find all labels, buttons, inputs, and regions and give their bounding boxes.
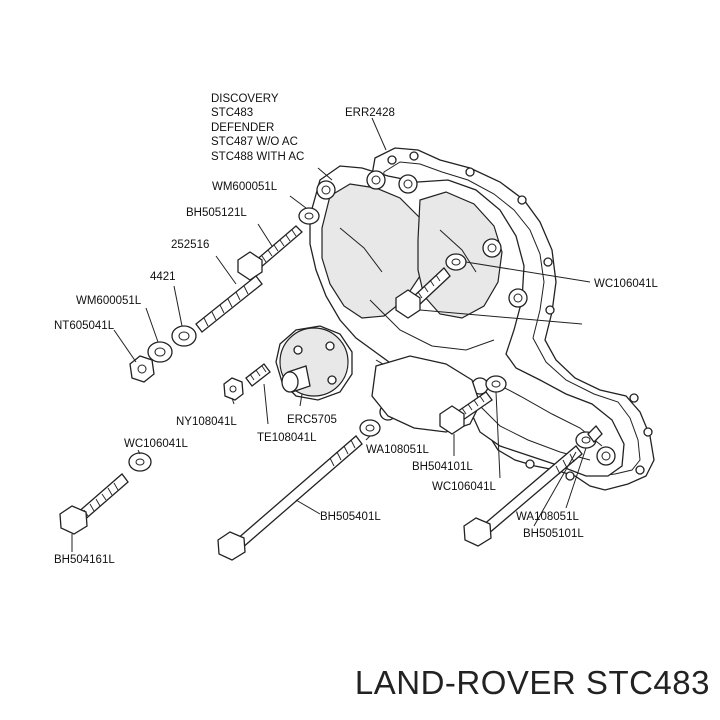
washer-wc106041l-lower	[485, 375, 507, 393]
label-erc5705: ERC5705	[287, 414, 337, 426]
washer-wc106041l-right	[445, 253, 467, 271]
label-wc106041l-lower: WC106041L	[432, 481, 497, 493]
stud-252516	[195, 275, 263, 333]
nut-ny108041l	[223, 377, 244, 401]
bolt-bh505401l	[217, 435, 363, 561]
label-wc106041l-left: WC106041L	[124, 438, 189, 450]
label-bh505121l: BH505121L	[186, 207, 247, 219]
washer-wc106041l-left	[128, 452, 152, 472]
label-wa108051l-mid: WA108051L	[366, 444, 429, 456]
label-4421: 4421	[150, 271, 176, 283]
label-wm600051l-top: WM600051L	[212, 181, 278, 193]
header-line-stc488: STC488 WITH AC	[211, 151, 304, 163]
pump-housing	[309, 165, 625, 477]
washer-wm600051l-mid	[147, 341, 173, 363]
label-nt605041l: NT605041L	[54, 320, 115, 332]
leader-lines	[71, 117, 591, 552]
caption-part-number: LAND-ROVER STC483	[354, 664, 710, 701]
header-line-defender: DEFENDER	[211, 122, 274, 134]
label-ny108041l: NY108041L	[176, 416, 237, 428]
bolt-bh504101l	[439, 391, 493, 435]
label-te108041l: TE108041L	[257, 432, 317, 444]
label-bh505101l: BH505101L	[523, 528, 584, 540]
label-bh504101l: BH504101L	[412, 461, 473, 473]
label-err2428: ERR2428	[345, 107, 395, 119]
washer-wa108051l-mid	[359, 419, 381, 437]
label-bh505401l: BH505401L	[320, 511, 381, 523]
nut-nt605041l	[129, 355, 155, 383]
header-block: DISCOVERY STC483 DEFENDER STC487 W/O AC …	[211, 93, 304, 163]
washer-wm600051l-top	[298, 207, 320, 225]
label-wm600051l-mid: WM600051L	[76, 295, 142, 307]
label-wc106041l-right: WC106041L	[594, 278, 659, 290]
bolt-bh504161l	[59, 473, 129, 535]
label-bh504161l: BH504161L	[54, 554, 115, 566]
pump-hub-erc5705	[275, 325, 353, 401]
header-line-discovery: DISCOVERY	[211, 93, 279, 105]
bolt-bh505121l	[237, 225, 303, 281]
header-line-stc483: STC483	[211, 107, 253, 119]
label-wa108051l-right: WA108051L	[516, 511, 579, 523]
bolt-bh505101l	[463, 425, 603, 547]
stud-te108041l	[245, 363, 271, 387]
label-252516: 252516	[171, 239, 209, 251]
bolt-right-upper	[395, 267, 451, 319]
washer-4421	[171, 325, 197, 347]
header-line-stc487: STC487 W/O AC	[211, 136, 298, 148]
